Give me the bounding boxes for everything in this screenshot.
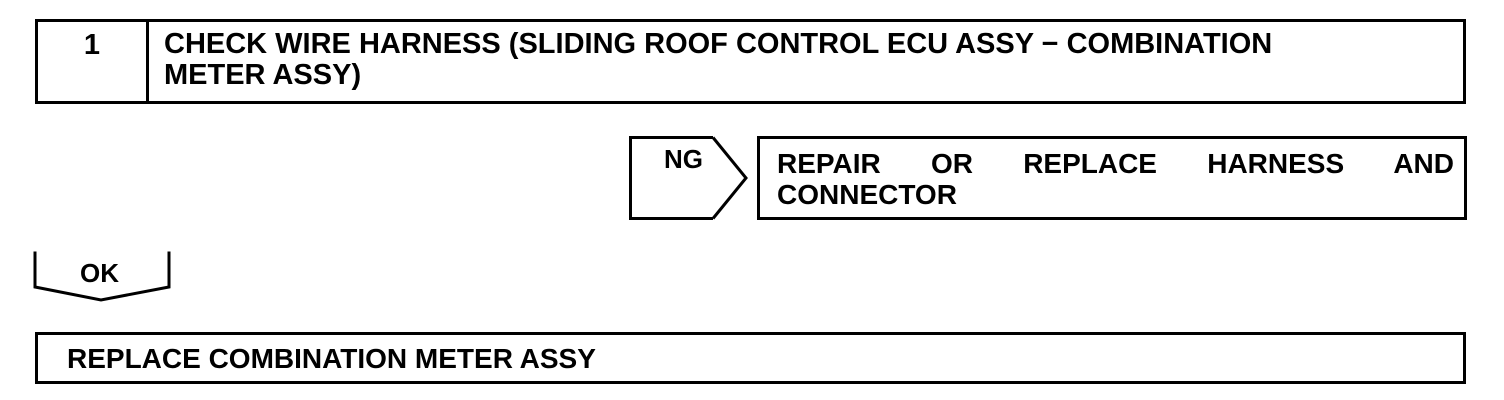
ng-result-text: REPAIR OR REPLACE HARNESS AND CONNECTOR xyxy=(777,148,1454,210)
final-action-box: REPLACE COMBINATION METER ASSY xyxy=(35,332,1466,384)
ng-label: NG xyxy=(664,144,703,174)
step-header-box: 1 CHECK WIRE HARNESS (SLIDING ROOF CONTR… xyxy=(35,19,1466,104)
ng-result-box: REPAIR OR REPLACE HARNESS AND CONNECTOR xyxy=(757,136,1467,220)
step-number: 1 xyxy=(83,29,101,61)
ok-arrow-tag xyxy=(33,251,171,302)
step-title: CHECK WIRE HARNESS (SLIDING ROOF CONTROL… xyxy=(164,28,1273,91)
final-action-text: REPLACE COMBINATION METER ASSY xyxy=(67,343,596,374)
ng-arrow-tag xyxy=(629,136,748,220)
step-number-cell: 1 xyxy=(38,22,149,101)
ok-label: OK xyxy=(80,258,119,288)
